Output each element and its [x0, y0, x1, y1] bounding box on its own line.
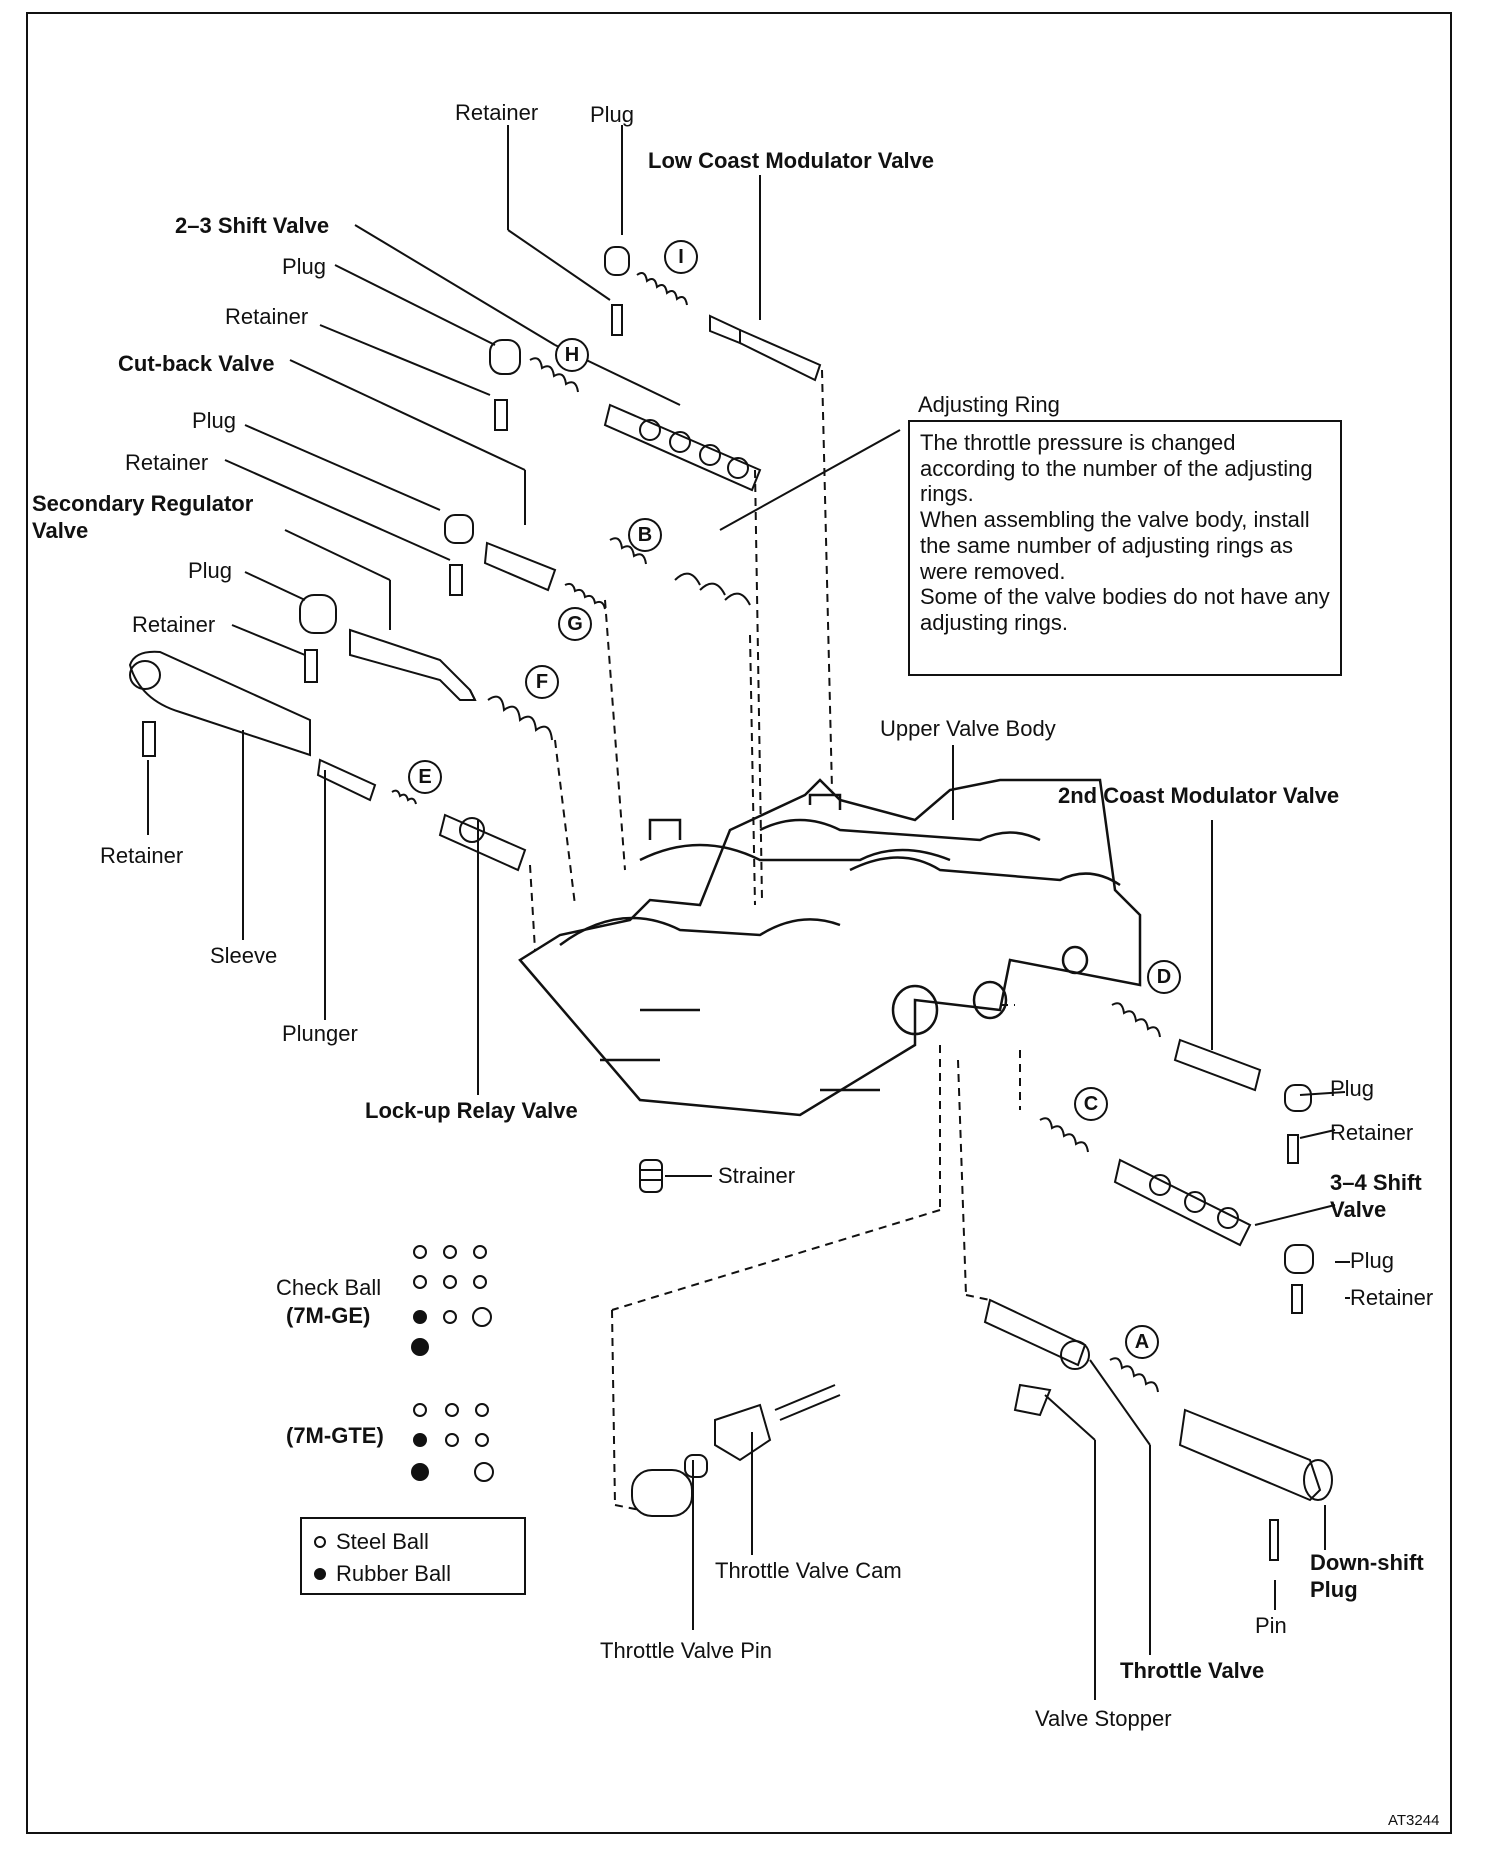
label-upper-valve-body: Upper Valve Body: [880, 716, 1056, 741]
spring-letter-h: H: [555, 338, 589, 372]
spring-letter-f: F: [525, 665, 559, 699]
cut-back-valve-group: [444, 514, 751, 610]
label-cut-back-valve: Cut-back Valve: [118, 351, 275, 376]
second-coast-modulator-group: [1111, 1002, 1312, 1164]
label-throttle-valve-cam: Throttle Valve Cam: [715, 1558, 902, 1583]
label-retainer-34: Retainer: [1350, 1285, 1434, 1310]
spring-letter-d: D: [1147, 960, 1181, 994]
legend-rubber-label: Rubber Ball: [336, 1561, 451, 1586]
label-retainer-5: Retainer: [100, 843, 184, 868]
label-retainer-4: Retainer: [132, 612, 216, 637]
label-throttle-valve-pin: Throttle Valve Pin: [600, 1638, 773, 1663]
spring-letter-b: B: [628, 518, 662, 552]
figure-frame: [26, 12, 1452, 1834]
throttle-valve-group: [631, 1298, 1333, 1561]
label-retainer-2: Retainer: [225, 304, 309, 329]
leader-lines: [147, 125, 1350, 1700]
label-plunger: Plunger: [282, 1021, 358, 1046]
adjusting-ring-note: The throttle pressure is changed accordi…: [908, 420, 1342, 676]
check-ball-grid-7mge: [411, 1245, 492, 1356]
label-valve-stopper: Valve Stopper: [1035, 1706, 1172, 1731]
label-2-3-shift-valve: 2–3 Shift Valve: [175, 213, 330, 238]
upper-valve-body: [518, 778, 1142, 1117]
shift-valve-34-group: [1039, 1117, 1314, 1314]
note-line-2: When assembling the valve body, install …: [920, 507, 1310, 584]
spring-letter-a: A: [1125, 1325, 1159, 1359]
label-secondary-regulator-valve: Secondary Regulator Valve: [32, 491, 254, 543]
note-line-3: Some of the valve bodies do not have any…: [920, 584, 1330, 636]
label-7m-ge: (7M-GE): [286, 1303, 371, 1328]
label-plug-d: Plug: [1330, 1076, 1375, 1101]
label-plug-2: Plug: [282, 254, 327, 279]
label-down-shift-plug: Down-shift Plug: [1310, 1550, 1424, 1602]
legend-steel-label: Steel Ball: [336, 1529, 429, 1554]
label-2nd-coast-modulator-valve: 2nd Coast Modulator Valve: [1058, 783, 1340, 808]
secondary-regulator-group: [299, 594, 553, 741]
lock-up-relay-group: [128, 650, 527, 872]
label-lock-up-relay-valve: Lock-up Relay Valve: [365, 1098, 578, 1123]
low-coast-modulator-group: [604, 246, 822, 382]
check-ball-grid-7mgte: [411, 1403, 494, 1482]
label-low-coast-modulator-valve: Low Coast Modulator Valve: [648, 148, 935, 173]
label-plug-top: Plug: [590, 102, 635, 127]
label-pin: Pin: [1255, 1613, 1287, 1638]
spring-letter-i: I: [664, 240, 698, 274]
legend-rubber: Rubber Ball: [314, 1558, 512, 1590]
label-3-4-shift-valve: 3–4 Shift Valve: [1330, 1170, 1422, 1222]
label-sleeve: Sleeve: [210, 943, 278, 968]
label-retainer-top: Retainer: [455, 100, 539, 125]
label-plug-4: Plug: [188, 558, 233, 583]
spring-letter-g: G: [558, 607, 592, 641]
assembly-dashed-lines: [529, 369, 1021, 1511]
rubber-ball-icon: [314, 1568, 326, 1580]
shift-valve-23-group: [489, 339, 762, 492]
label-plug-34: Plug: [1350, 1248, 1395, 1273]
steel-ball-icon: [314, 1536, 326, 1548]
spring-letter-c: C: [1074, 1087, 1108, 1121]
spring-letter-e: E: [408, 760, 442, 794]
note-line-1: The throttle pressure is changed accordi…: [920, 430, 1313, 507]
label-adjusting-ring: Adjusting Ring: [918, 392, 1060, 417]
legend-steel: Steel Ball: [314, 1526, 512, 1558]
label-retainer-3: Retainer: [125, 450, 209, 475]
strainer: [639, 1159, 663, 1193]
label-check-ball: Check Ball: [276, 1275, 382, 1300]
label-strainer: Strainer: [718, 1163, 796, 1188]
reference-code: AT3244: [1388, 1812, 1440, 1829]
label-7m-gte: (7M-GTE): [286, 1423, 384, 1448]
label-throttle-valve: Throttle Valve: [1120, 1658, 1265, 1683]
label-plug-3: Plug: [192, 408, 237, 433]
label-retainer-d: Retainer: [1330, 1120, 1414, 1145]
ball-legend: Steel Ball Rubber Ball: [300, 1517, 526, 1595]
